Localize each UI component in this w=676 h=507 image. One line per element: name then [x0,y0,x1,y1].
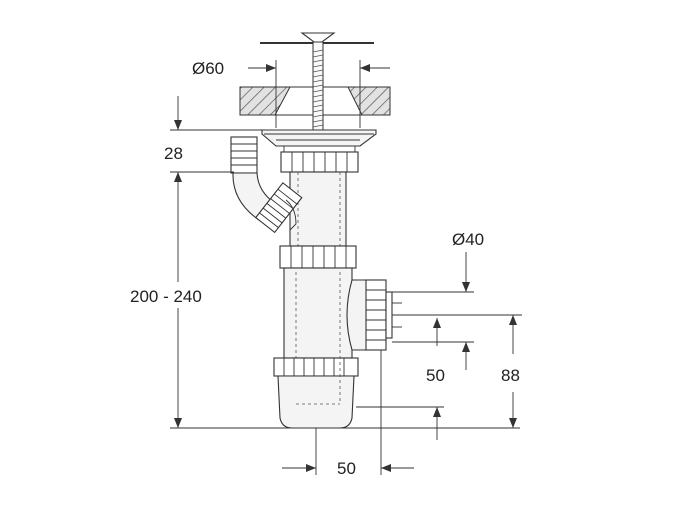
middle-nut [279,245,357,269]
dimension-200-240: 200 - 240 [130,171,520,429]
side-outlet [346,279,402,351]
dimension-vertical-50: 50 [356,314,522,440]
label-88: 88 [501,366,520,385]
label-28: 28 [164,144,183,163]
upper-nut [280,146,359,173]
hose-connector [230,136,303,234]
label-diameter-60: Ø60 [192,59,224,78]
label-vertical-50: 50 [426,366,445,385]
label-horizontal-50: 50 [337,459,356,478]
countertop-section [239,86,391,116]
dimension-88: 88 [501,315,520,428]
dimension-28: 28 [164,96,262,163]
label-diameter-40: Ø40 [452,230,484,249]
label-200-240: 200 - 240 [130,287,202,306]
dimension-diameter-40: Ø40 [392,230,484,370]
strainer-plug [260,32,374,135]
dimension-horizontal-50: 50 [282,350,414,478]
dimension-diameter-60: Ø60 [192,59,390,128]
sink-flange [261,129,377,147]
tailpiece [289,171,347,247]
